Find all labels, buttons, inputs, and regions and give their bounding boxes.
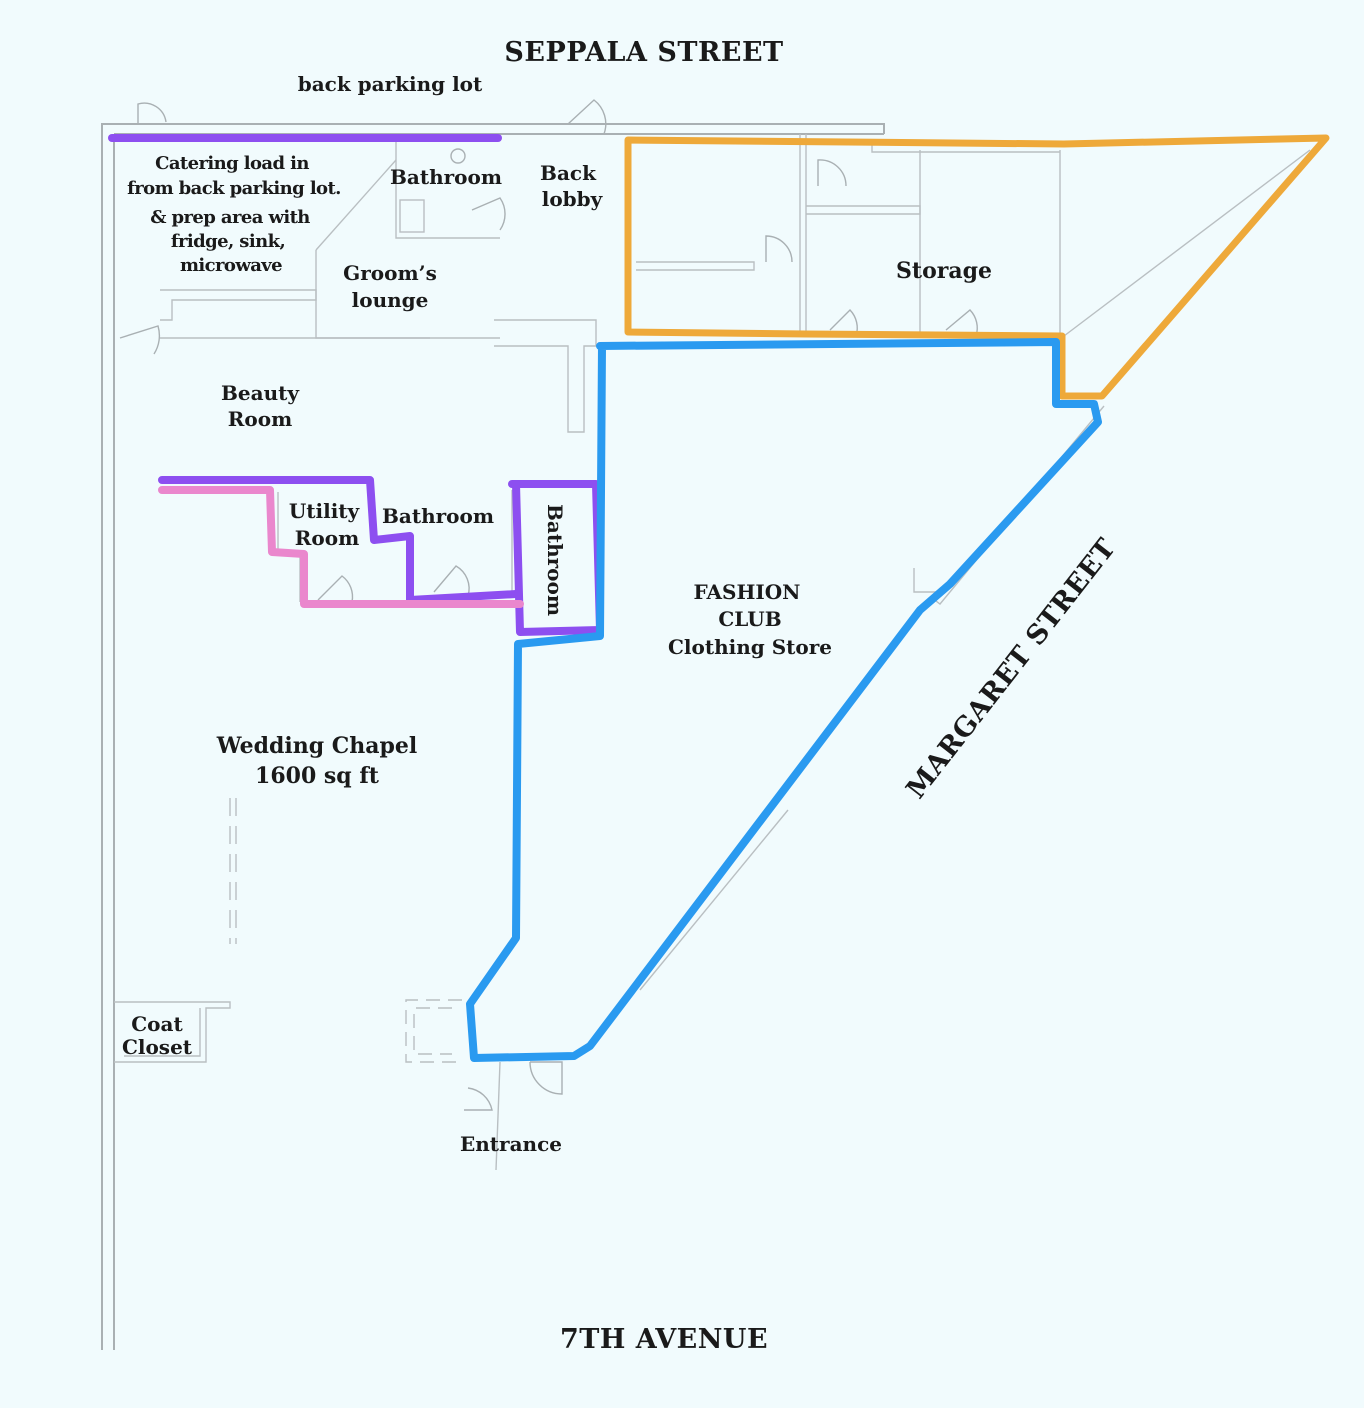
zone-outlines (108, 134, 1330, 1062)
door-icon (567, 99, 607, 135)
lobby-corridor (494, 319, 597, 433)
street-label-north: SEPPALA STREET (504, 37, 783, 68)
door-icon (817, 159, 847, 187)
catering-counter (160, 289, 317, 321)
utility-room-label: Utility (289, 499, 361, 523)
outer-wall-north (101, 123, 885, 1350)
storage-zone-outline (624, 134, 1330, 400)
entrance-vestibule (405, 999, 462, 1063)
bathroom-vertical-label: Bathroom (543, 504, 567, 616)
street-label-east: MARGARET STREET (900, 533, 1122, 805)
door-icon (119, 325, 161, 355)
door-icon (471, 197, 506, 231)
labels: SEPPALA STREET back parking lot 7TH AVEN… (122, 37, 1122, 1355)
catering-line: microwave (180, 255, 282, 276)
margaret-wall-lower (639, 809, 789, 991)
bathroom-top-label: Bathroom (390, 165, 502, 189)
bathroom-mid-label: Bathroom (382, 504, 494, 528)
catering-line: Catering load in (155, 153, 309, 174)
street-label-south: 7TH AVENUE (560, 1324, 768, 1355)
bridal-suite-lower-outline (158, 476, 520, 604)
utility-room-label: Room (295, 526, 359, 550)
door-icon (464, 1087, 493, 1111)
fashion-club-label: CLUB (718, 607, 781, 631)
coat-closet-label: Closet (122, 1035, 193, 1059)
entrance-label: Entrance (460, 1132, 562, 1156)
wedding-chapel-outline (158, 486, 524, 608)
fashion-club-outline (466, 338, 1102, 1062)
grooms-lounge-label: lounge (352, 288, 429, 312)
back-parking-label: back parking lot (298, 72, 483, 96)
catering-line: & prep area with (150, 207, 310, 228)
beauty-room-label: Beauty (221, 381, 300, 405)
kitchen-divider (315, 159, 397, 251)
storage-shelf (636, 261, 755, 271)
wedding-chapel-label: 1600 sq ft (255, 763, 380, 789)
catering-line: from back parking lot. (127, 178, 341, 199)
toilet-icon (450, 148, 466, 164)
base-walls (101, 123, 1311, 1350)
bath-top-sink (399, 199, 425, 233)
door-icon (137, 102, 167, 124)
grooms-lounge-label: Groom’s (343, 261, 437, 285)
coat-closet-inner (124, 1008, 201, 1057)
storage-label: Storage (896, 258, 992, 284)
door-icon (529, 1061, 563, 1095)
catering-line: fridge, sink, (171, 231, 285, 252)
coat-closet-walls (114, 1001, 231, 1063)
back-lobby-label: lobby (542, 187, 604, 211)
storage-diagonal (1063, 149, 1311, 337)
storage-closet (806, 205, 921, 215)
door-icon (317, 575, 354, 603)
back-lobby-label: Back (540, 161, 597, 185)
door-icon (765, 235, 793, 263)
beauty-room-label: Room (228, 407, 292, 431)
fashion-club-label: Clothing Store (668, 635, 832, 659)
wedding-chapel-label: Wedding Chapel (216, 733, 418, 759)
doors (119, 99, 978, 1111)
coat-closet-label: Coat (131, 1012, 183, 1036)
fashion-club-label: FASHION (694, 580, 801, 604)
catering-label: Catering load in from back parking lot. … (127, 153, 341, 276)
entrance-vestibule-inner (413, 1007, 452, 1055)
bath-top-wall (395, 142, 500, 239)
entrance-wall (495, 1061, 501, 1171)
fashion-side-nook (913, 568, 936, 593)
door-icon (433, 565, 470, 597)
